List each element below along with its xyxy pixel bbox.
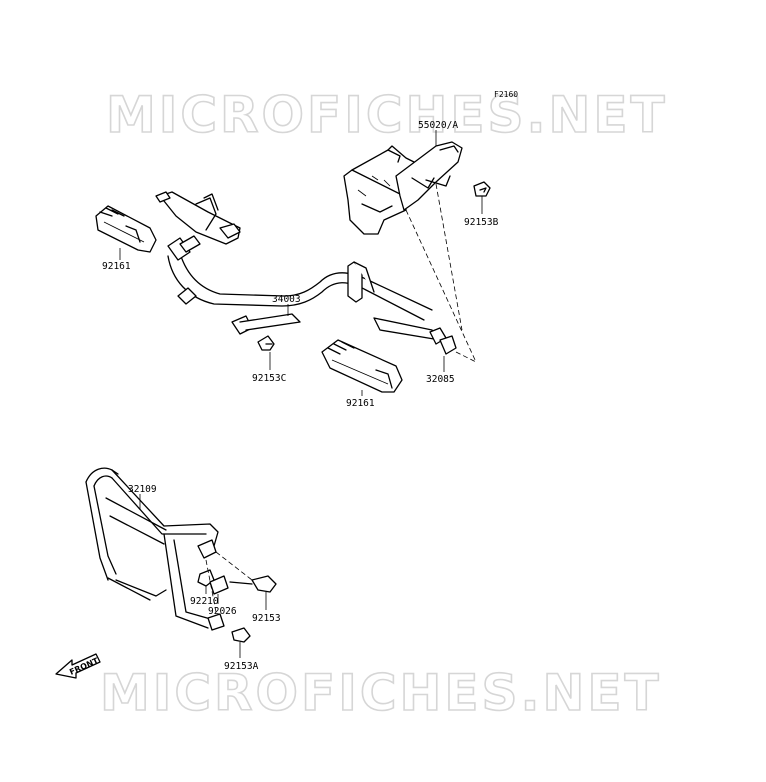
label-32109[interactable]: 32109 — [128, 484, 157, 495]
leaders-top — [119, 130, 483, 396]
bolt-92153c[interactable] — [257, 335, 275, 351]
assembly-lines-top — [405, 183, 477, 363]
pad-32085[interactable] — [439, 335, 457, 355]
label-92161-center[interactable]: 92161 — [346, 398, 375, 409]
label-92161-left[interactable]: 92161 — [102, 261, 131, 272]
label-32085[interactable]: 32085 — [426, 374, 455, 385]
footrest-cover-92161-center[interactable] — [321, 339, 403, 393]
front-arrow: FRONT — [55, 653, 101, 679]
label-55020a[interactable]: 55020/A — [418, 120, 458, 131]
label-92026[interactable]: 92026 — [208, 606, 237, 617]
label-92153[interactable]: 92153 — [252, 613, 281, 624]
label-92153a[interactable]: 92153A — [224, 661, 259, 672]
bolt-92153[interactable] — [229, 575, 277, 593]
figure-code: F2160 — [494, 90, 518, 99]
leaders-bottom — [139, 494, 267, 658]
watermark-top: MICROFICHES.NET — [106, 86, 668, 144]
part-labels: 55020/A 92153B 92161 34003 92153C 32085 … — [102, 120, 499, 672]
assembly-lines-bottom — [205, 551, 253, 613]
frame-34003[interactable] — [155, 191, 447, 345]
guard-32109[interactable] — [85, 467, 225, 631]
bolt-92153b[interactable] — [473, 181, 491, 197]
label-92210[interactable]: 92210 — [190, 596, 219, 607]
rear-bracket-55020a[interactable] — [343, 141, 463, 235]
footrest-cover-92161-left[interactable] — [95, 205, 157, 253]
bolt-92153a[interactable] — [231, 627, 251, 643]
collar-92026[interactable] — [209, 575, 229, 595]
label-34003[interactable]: 34003 — [272, 294, 301, 305]
label-92153b[interactable]: 92153B — [464, 217, 499, 228]
label-92153c[interactable]: 92153C — [252, 373, 286, 384]
watermark-bottom: MICROFICHES.NET — [100, 664, 662, 722]
